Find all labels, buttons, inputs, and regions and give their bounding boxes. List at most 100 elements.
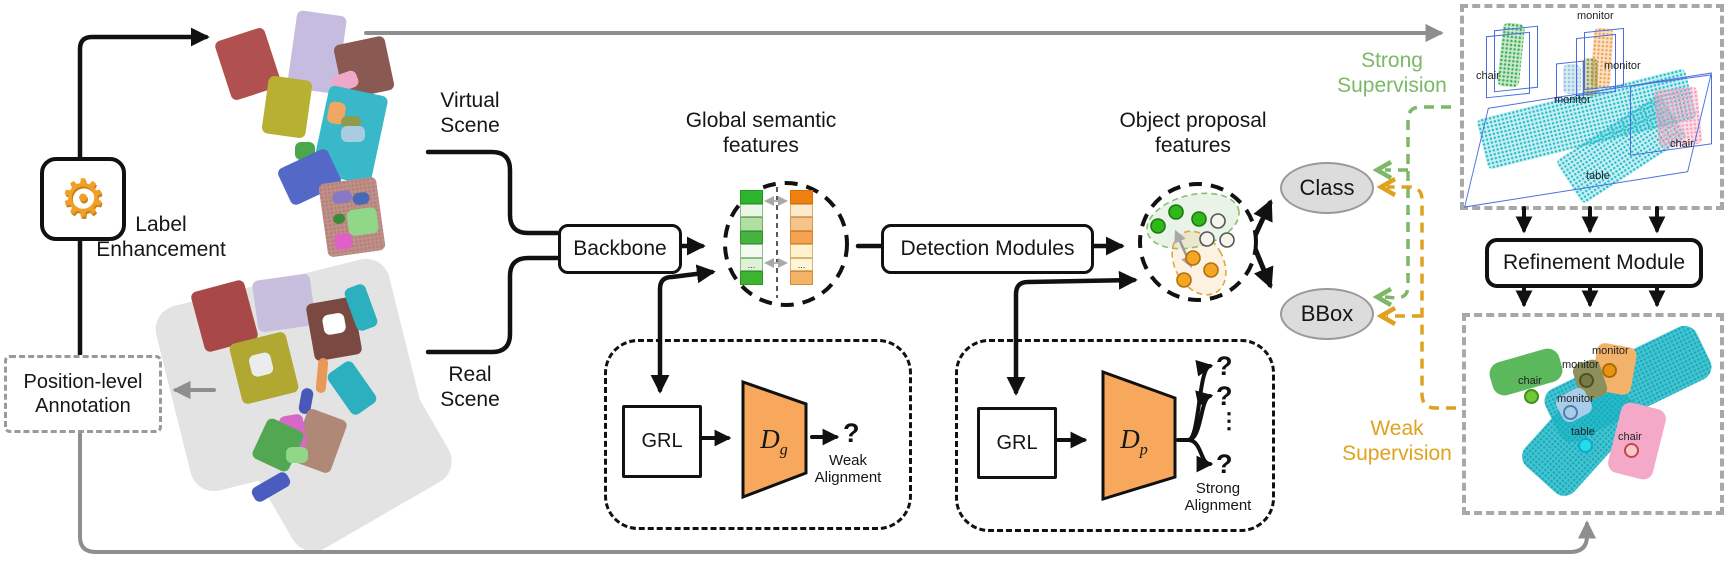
weak-arrowhead	[1376, 177, 1397, 197]
gear-icon: ⚙	[59, 170, 107, 228]
scene-object-label: table	[1586, 170, 1610, 182]
proposal-dot-white	[1199, 231, 1215, 247]
scene-object-label: monitor	[1592, 345, 1629, 357]
detection-modules-box: Detection Modules	[881, 224, 1094, 274]
weak-arrowhead	[1376, 306, 1397, 326]
position-marker	[1602, 363, 1617, 378]
proposal-dot-green	[1150, 218, 1166, 234]
global-alignment-container	[604, 339, 912, 530]
point-cloud-blob	[332, 213, 346, 225]
real-feature-column: ...	[790, 190, 813, 285]
strong-alignment-question: ?	[1216, 449, 1233, 479]
grl-proposal-box: GRL	[977, 407, 1057, 479]
real-proposal-cluster	[1171, 230, 1227, 296]
class-head: Class	[1280, 162, 1374, 214]
proposal-dot-orange	[1176, 272, 1192, 288]
point-cloud-blob	[318, 176, 386, 258]
enhancement-to-virtual-arrow	[77, 27, 210, 163]
proposal-dot-white	[1210, 213, 1226, 229]
position-marker	[1524, 389, 1539, 404]
proposal-dot-green	[1191, 211, 1207, 227]
dg-label: Dg	[760, 424, 788, 459]
proposal-features-label: Object proposal features	[1119, 109, 1267, 157]
feature-cell	[790, 203, 813, 217]
backbone-label: Backbone	[573, 237, 667, 260]
point-cloud-hole	[321, 312, 347, 336]
point-cloud-blob	[341, 116, 361, 128]
global-features-label: Global semantic features	[685, 109, 837, 157]
refinement-module-box: Refinement Module	[1485, 238, 1703, 288]
grl-proposal-label: GRL	[996, 431, 1038, 454]
feature-cell	[740, 230, 763, 244]
detection-modules-label: Detection Modules	[900, 237, 1075, 260]
point-cloud-blob	[1582, 58, 1598, 96]
proposal-features-circle	[1138, 182, 1258, 302]
virtual-feature-column: ...	[740, 190, 763, 285]
bbox-label: BBox	[1300, 301, 1354, 326]
scene-object-label: chair	[1670, 138, 1694, 150]
scene-object-label: chair	[1618, 431, 1642, 443]
label-enhancement-box: ⚙	[40, 157, 126, 241]
point-cloud-blob	[351, 191, 371, 206]
point-cloud-blob	[341, 126, 365, 142]
proposal-to-bbox-arrow	[1251, 243, 1274, 289]
proposal-to-class-arrow	[1251, 199, 1273, 241]
position-annotation-label: Position-level Annotation	[23, 371, 143, 417]
scene-object-label: monitor	[1557, 393, 1594, 405]
feature-cell	[740, 203, 763, 217]
scene-object-label: chair	[1518, 375, 1542, 387]
position-marker	[1624, 443, 1639, 458]
label-enhancement-label: Label Enhancement	[96, 213, 226, 261]
point-cloud-blob	[251, 273, 317, 333]
feature-cell	[740, 244, 763, 258]
point-cloud-blob	[261, 75, 313, 139]
real-scene-label: Real Scene	[440, 363, 500, 411]
scene-object-label: monitor	[1562, 359, 1599, 371]
class-label: Class	[1299, 175, 1355, 200]
feature-cell	[790, 244, 813, 258]
weak-supervision-label: Weak Supervision	[1342, 417, 1452, 465]
feature-cell-ellipsis: ...	[740, 257, 763, 271]
point-cloud-blob	[1563, 64, 1581, 94]
strong-alignment-question: ?	[1216, 351, 1233, 381]
bbox-wireframe	[1584, 27, 1624, 91]
feature-cell	[790, 217, 813, 231]
point-cloud-blob	[333, 232, 354, 251]
virtual-scene-pointcloud	[213, 5, 450, 260]
strong-arrowhead	[1372, 160, 1393, 180]
point-cloud-blob	[346, 206, 380, 237]
position-marker	[1579, 373, 1594, 388]
backbone-box: Backbone	[558, 224, 682, 274]
position-marker	[1563, 405, 1578, 420]
scene-object-label: chair	[1476, 70, 1500, 82]
weak-alignment-label: Weak Alignment	[814, 452, 882, 486]
cluster-gap-arrow	[1174, 229, 1193, 269]
position-marker	[1578, 438, 1593, 453]
scene-object-label: table	[1571, 426, 1595, 438]
feature-cell	[740, 217, 763, 231]
proposal-dot-green	[1168, 204, 1184, 220]
scene-object-label: monitor	[1604, 60, 1641, 72]
weak-supervision-panel: monitor monitor chair monitor table chai…	[1462, 313, 1724, 515]
bbox-head: BBox	[1280, 288, 1374, 340]
vertical-dots: ⋮	[1218, 408, 1240, 433]
refinement-module-label: Refinement Module	[1502, 251, 1686, 274]
feature-cell	[790, 230, 813, 244]
feature-cell	[790, 190, 813, 204]
real-to-backbone-line	[425, 255, 560, 355]
feature-cell	[790, 271, 813, 285]
grl-global-box: GRL	[622, 405, 702, 478]
strong-supervision-path	[1384, 105, 1451, 300]
feature-cell-ellipsis: ...	[790, 257, 813, 271]
virtual-scene-label: Virtual Scene	[440, 89, 500, 137]
proposal-alignment-container	[955, 339, 1275, 532]
scene-object-label: monitor	[1577, 10, 1614, 22]
point-cloud-blob	[331, 189, 353, 205]
scene-object-label: monitor	[1554, 94, 1591, 106]
bbox-wireframe	[1494, 25, 1538, 93]
position-annotation-box: Position-level Annotation	[4, 355, 162, 433]
strong-alignment-label: Strong Alignment	[1184, 480, 1252, 514]
strong-supervision-panel: monitor chair monitor monitor chair tabl…	[1460, 4, 1724, 210]
weak-alignment-question: ?	[843, 418, 860, 448]
